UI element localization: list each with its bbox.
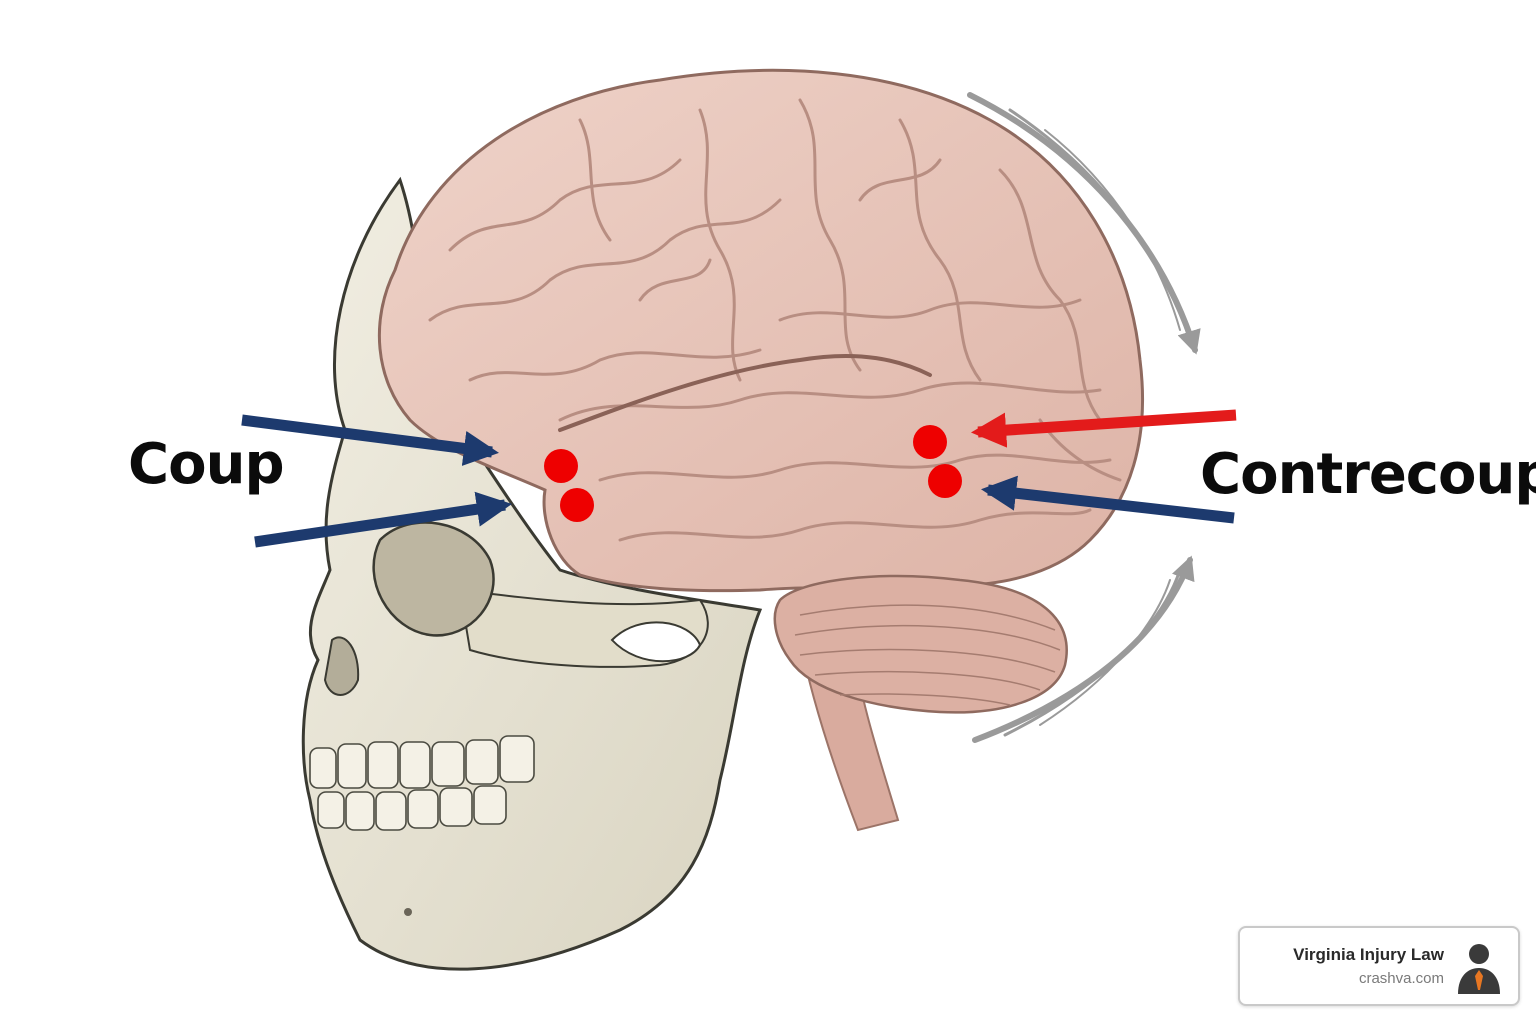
coup-label: Coup (128, 432, 285, 497)
injury-dot-icon (560, 488, 594, 522)
contrecoup-arrow-icon (981, 475, 1235, 524)
eye-socket (372, 521, 495, 637)
contrecoup-arrow-icon (970, 409, 1237, 448)
lateral-sulcus (558, 354, 932, 432)
contrecoup-label: Contrecoup (1200, 442, 1536, 507)
brain-folds (428, 98, 1122, 542)
brand-url[interactable]: crashva.com (1358, 970, 1444, 987)
nasal-cavity (323, 636, 360, 696)
motion-lines-icon (967, 92, 1201, 743)
brand-card[interactable]: Virginia Injury Law crashva.com (1238, 926, 1520, 1006)
jaw-notch (610, 621, 702, 663)
teeth (309, 735, 535, 831)
injury-dot-icon (544, 449, 578, 483)
coup-arrow-icon (254, 491, 512, 548)
injury-dot-icon (928, 464, 962, 498)
lawyer-avatar-icon (1458, 944, 1500, 994)
mental-foramen (404, 908, 412, 916)
injury-dot-icon (913, 425, 947, 459)
brand-name: Virginia Injury Law (1293, 945, 1444, 964)
coup-arrow-icon (241, 414, 499, 466)
cerebellum-folds (794, 604, 1061, 706)
